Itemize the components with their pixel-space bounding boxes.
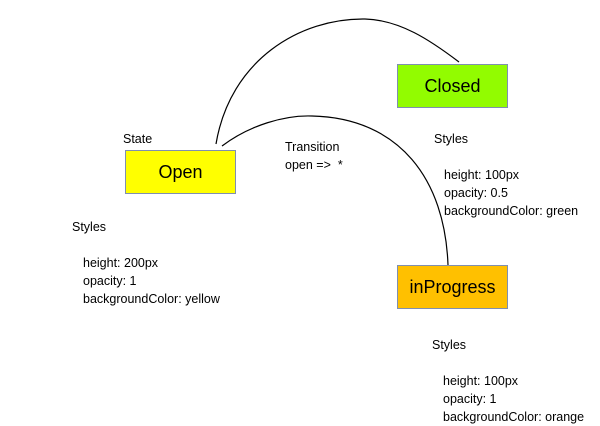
state-closed: Closed [397, 64, 508, 108]
state-inprogress: inProgress [397, 265, 508, 309]
transition-title: Transition [285, 140, 340, 154]
state-label: State [123, 132, 153, 146]
closed-style-opacity: opacity: 0.5 [444, 186, 508, 200]
arc-open-to-closed [215, 18, 460, 145]
open-style-height: height: 200px [83, 256, 159, 270]
open-style-opacity: opacity: 1 [83, 274, 137, 288]
open-styles-title: Styles [72, 220, 107, 234]
closed-style-height: height: 100px [444, 168, 520, 182]
inprogress-styles-title: Styles [432, 338, 467, 352]
state-open: Open [125, 150, 236, 194]
closed-styles-title: Styles [434, 132, 469, 146]
open-style-bg: backgroundColor: yellow [83, 292, 220, 306]
inprogress-style-bg: backgroundColor: orange [443, 410, 585, 424]
inprogress-style-height: height: 100px [443, 374, 519, 388]
arc-open-to-inprogress [221, 115, 449, 266]
transition-expr: open => * [285, 158, 343, 172]
inprogress-style-opacity: opacity: 1 [443, 392, 497, 406]
closed-style-bg: backgroundColor: green [444, 204, 579, 218]
